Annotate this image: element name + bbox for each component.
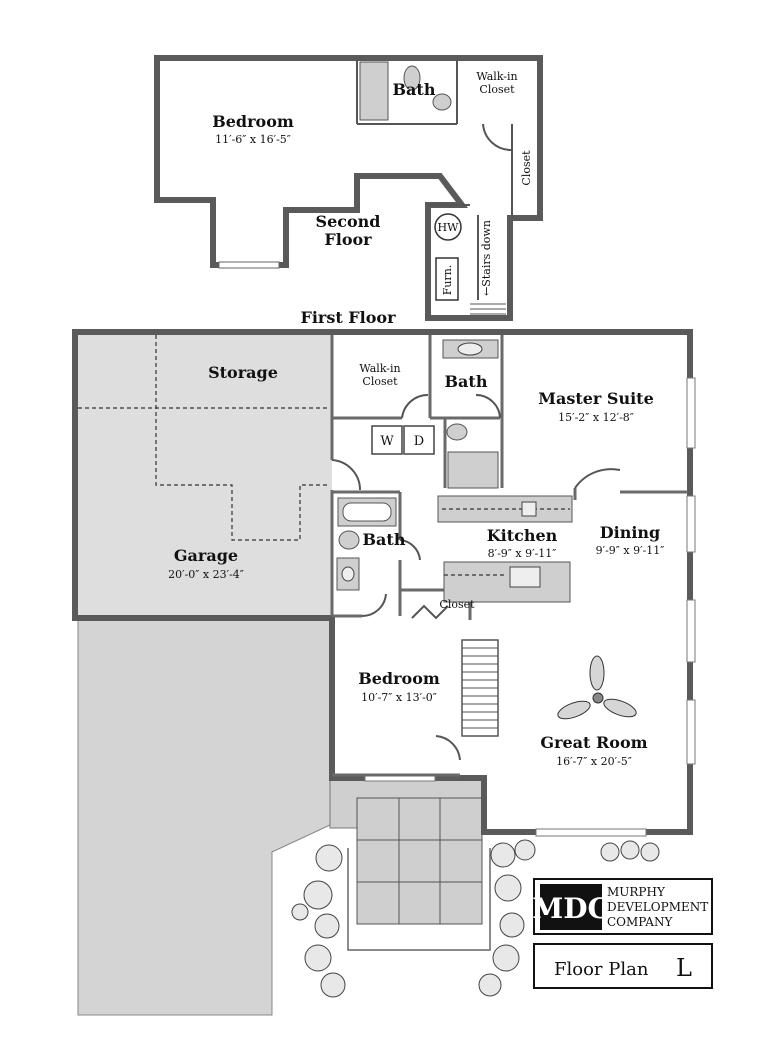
storage-outline — [78, 335, 330, 541]
second-bath-label: Bath — [393, 80, 436, 99]
logo-line3: COMPANY — [607, 915, 673, 929]
second-floor-stair-treads — [470, 303, 506, 315]
logo-line1: MURPHY — [607, 885, 666, 899]
plan-title-letter: L — [676, 954, 692, 982]
dryer-label: D — [414, 434, 424, 449]
second-bedroom-dims: 11′-6″ x 16′-5″ — [215, 133, 291, 146]
great-room-label: Great Room — [540, 733, 647, 752]
hall-bath-label: Bath — [363, 530, 406, 549]
stairs-down-label: ←Stairs down — [480, 220, 493, 296]
water-heater-symbol — [434, 213, 462, 241]
second-walkin-label-1: Walk-in — [476, 70, 517, 83]
dining-label: Dining — [600, 523, 660, 542]
interior-walls — [330, 335, 688, 777]
second-floor-window — [218, 261, 280, 269]
kitchen-counter-lower — [443, 561, 571, 603]
company-logo: MDC MURPHY DEVELOPMENT COMPANY — [532, 878, 713, 935]
washer-label: W — [380, 434, 394, 449]
garage-label: Garage — [174, 546, 238, 565]
master-bath-label: Bath — [445, 372, 488, 391]
master-shower — [447, 451, 499, 489]
door-swings — [331, 393, 621, 761]
entry-patio — [329, 777, 491, 951]
second-floor-plan: Bedroom 11′-6″ x 16′-5″ Bath Walk-in Clo… — [154, 55, 543, 321]
logo-line2: DEVELOPMENT — [607, 900, 708, 914]
storage-label: Storage — [208, 363, 278, 382]
washer — [371, 425, 403, 455]
first-bedroom-label: Bedroom — [358, 669, 440, 688]
master-suite-dims: 15′-2″ x 12′-8″ — [558, 411, 634, 424]
sink-fixture — [432, 93, 452, 111]
second-bedroom-label: Bedroom — [212, 112, 294, 131]
first-walkin-label-1: Walk-in — [359, 362, 400, 375]
plan-title-prefix: Floor Plan — [554, 959, 649, 980]
first-floor-label: First Floor — [300, 308, 396, 327]
second-walkin-label-2: Closet — [479, 83, 515, 96]
hall-toilet — [338, 530, 360, 550]
shower-fixture — [359, 61, 389, 121]
first-walkin-label-2: Closet — [362, 375, 398, 388]
garage-floor — [76, 332, 332, 618]
first-floor-plan: First Floor — [72, 308, 696, 1016]
door-swing-walkin — [482, 123, 512, 152]
first-floor-stairs — [461, 639, 499, 737]
furnace-symbol — [435, 257, 459, 301]
master-suite-label: Master Suite — [538, 389, 654, 408]
second-closet-label: Closet — [520, 150, 533, 186]
first-closet-label: Closet — [439, 598, 475, 611]
garage-dims: 20′-0″ x 23′-4″ — [168, 568, 244, 581]
dining-dims: 9′-9″ x 9′-11″ — [596, 544, 665, 557]
second-floor-label-1: Second — [316, 212, 381, 231]
first-bedroom-dims: 10′-7″ x 13′-0″ — [361, 691, 437, 704]
ceiling-fan-icon — [557, 655, 637, 720]
landscape-shrubs — [291, 839, 660, 998]
great-room-dims: 16′-7″ x 20′-5″ — [556, 755, 632, 768]
dryer — [403, 425, 435, 455]
toilet-fixture — [403, 65, 421, 91]
master-toilet — [446, 423, 468, 441]
second-floor-label-2: Floor — [324, 230, 372, 249]
kitchen-label: Kitchen — [487, 526, 558, 545]
furnace-label: Furn. — [441, 265, 454, 296]
kitchen-dims: 8′-9″ x 9′-11″ — [488, 547, 557, 560]
water-heater-label: HW — [438, 221, 460, 234]
logo-mark: MDC — [532, 892, 610, 925]
driveway — [77, 617, 331, 1016]
plan-title-box: Floor Plan L — [533, 943, 713, 989]
